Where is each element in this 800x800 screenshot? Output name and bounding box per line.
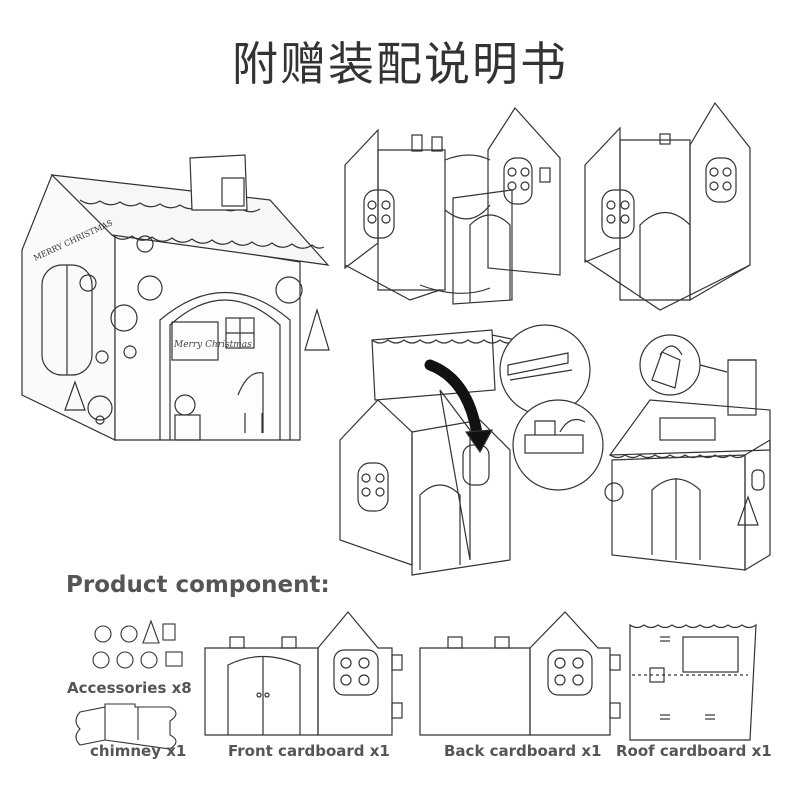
label-accessories: Accessories x8 [67,679,192,697]
label-chimney: chimney x1 [90,742,187,760]
roof-cardboard [629,623,757,741]
front-cardboard [204,611,403,736]
accessories-set [92,619,183,669]
house-sign-text: Merry Christmas [174,340,252,350]
label-back-cardboard: Back cardboard x1 [444,742,602,760]
assembled-house [21,154,330,441]
step4-finished-house [604,334,771,572]
step2-walls-joined [584,101,751,311]
back-cardboard [419,611,621,736]
components-heading: Product component: [66,572,330,598]
step1-walls-apart [344,107,561,305]
label-front-cardboard: Front cardboard x1 [228,742,390,760]
step3-roof-fitting [339,324,604,576]
label-roof-cardboard: Roof cardboard x1 [616,742,772,760]
instruction-title: 附赠装配说明书 [232,37,568,91]
chimney-piece [75,703,177,750]
